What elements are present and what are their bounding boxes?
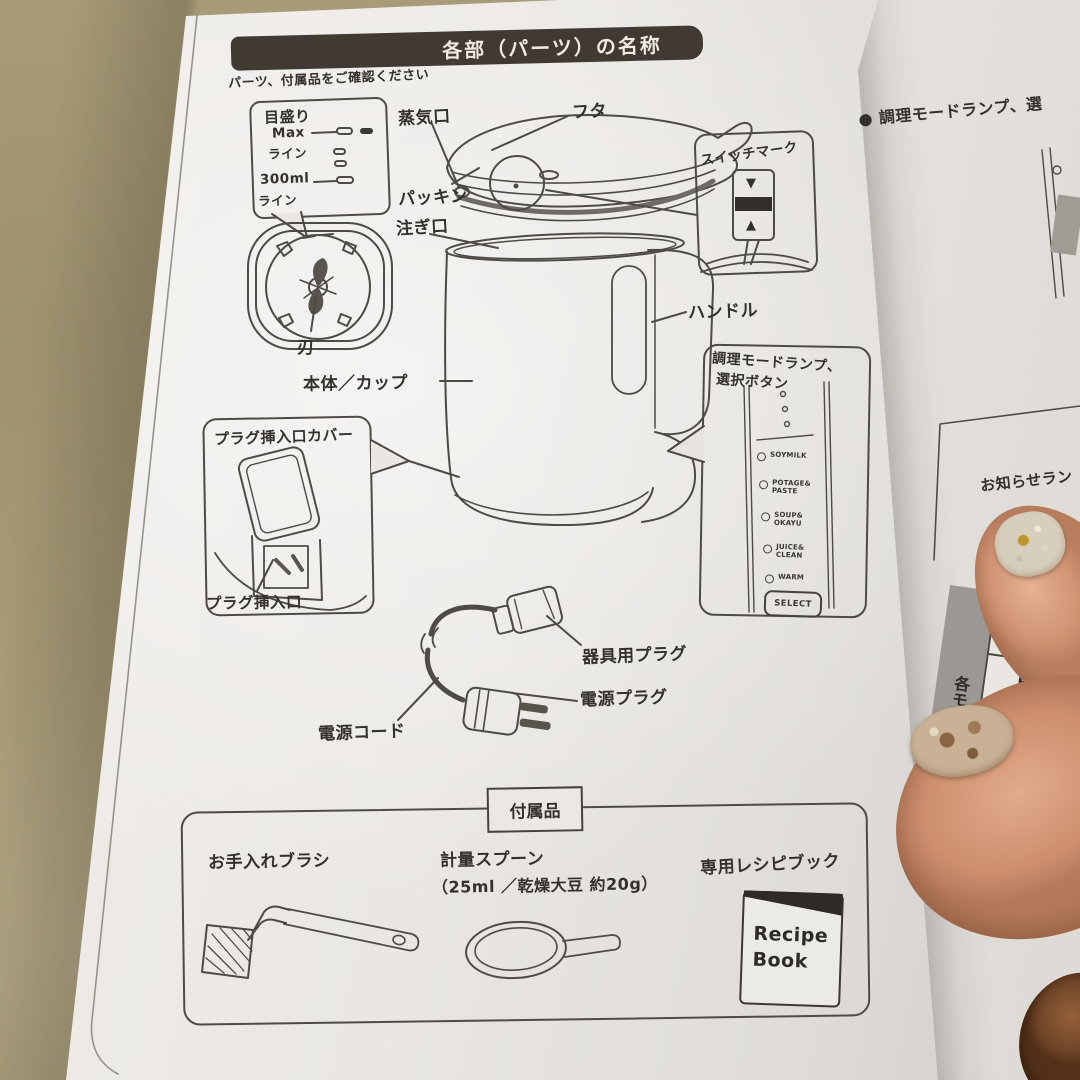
brush-label: お手入れブラシ	[207, 850, 331, 874]
power-cord-illustration	[397, 585, 582, 736]
body-cup-label: 本体／カップ	[302, 373, 409, 395]
lamp-indicator-icon	[758, 480, 769, 490]
spoon-detail-label: （25ml ／乾燥大豆 約20g）	[431, 874, 658, 897]
accessories-illustrations	[180, 802, 871, 1026]
mode-panel-callout	[667, 343, 872, 619]
lamp-indicator-icon	[764, 574, 775, 584]
leader-lines-mid	[439, 311, 687, 382]
book-cover-corner	[743, 890, 843, 915]
leader-lines-top	[429, 115, 698, 249]
spout-label: 注ぎ口	[395, 216, 450, 240]
spoon-label: 計量スプーン	[439, 849, 545, 871]
recipe-book-illustration: Recipe Book	[739, 890, 844, 1008]
ml-line-sub: ライン	[257, 192, 298, 209]
max-line-sub: ライン	[267, 145, 308, 162]
switch-arrow-up: ▲	[746, 218, 757, 233]
max-line-label: Max	[271, 124, 306, 142]
measuring-spoon-illustration	[465, 920, 621, 980]
handle-label: ハンドル	[687, 300, 759, 324]
power-cord-label: 電源コード	[317, 721, 406, 745]
accessories-title: 付属品	[509, 801, 561, 823]
lamp-indicator-icon	[756, 452, 767, 462]
plug-cover-callout	[202, 415, 460, 617]
select-button-print: SELECT	[763, 589, 823, 619]
steam-vent-label: 蒸気口	[397, 106, 452, 130]
mode-lamp-soymilk: SOYMILK	[756, 451, 807, 463]
packing-label: パッキン	[397, 186, 469, 210]
mode-lamp-warm: WARM	[764, 573, 804, 584]
power-plug-label: 電源プラグ	[579, 687, 668, 711]
lamp-indicator-icon	[762, 544, 773, 554]
switch-mark-callout	[694, 130, 818, 276]
accessories-title-box: 付属品	[486, 786, 584, 833]
cleaning-brush-illustration	[201, 905, 420, 979]
ml-line-label: 300ml	[259, 170, 310, 188]
blade-label: 刃	[297, 338, 315, 358]
switch-arrow-down: ▼	[746, 176, 757, 191]
mode-lamp-potage-paste: POTAGE&PASTE	[758, 479, 811, 496]
blade-view-illustration	[247, 222, 393, 350]
appliance-plug-label: 器具用プラグ	[581, 644, 688, 668]
stacked-page-edge	[90, 15, 198, 1075]
right-page-fragments	[933, 147, 1080, 561]
scale-box-frame	[249, 97, 391, 238]
lamp-indicator-icon	[760, 512, 771, 522]
lid-label: フタ	[571, 101, 608, 123]
mode-lamp-soup-okayu: SOUP&OKAYU	[760, 511, 803, 527]
page-title: 各部（パーツ）の名称	[441, 32, 663, 63]
plug-inlet-label: プラグ挿入口	[205, 593, 303, 613]
mode-lamp-juice-clean: JUICE&CLEAN	[762, 543, 804, 559]
jug-illustration	[444, 232, 715, 527]
lid-illustration	[446, 114, 753, 222]
book-cover-line1: Recipe	[753, 922, 829, 948]
book-cover-line2: Book	[752, 948, 809, 973]
